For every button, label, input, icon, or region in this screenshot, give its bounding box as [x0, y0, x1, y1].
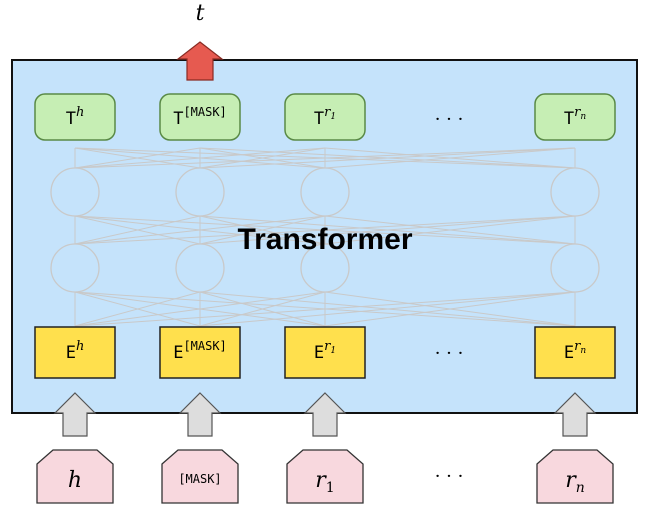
input-arrow-row — [53, 392, 597, 437]
up-arrow-icon — [178, 392, 222, 437]
output-node: T[MASK] — [159, 93, 241, 141]
input-row: h [MASK] r1 rn — [36, 449, 614, 504]
embedding-node: Eh — [34, 326, 116, 379]
embedding-node: E[MASK] — [159, 326, 241, 379]
network-node — [300, 243, 350, 293]
network-node — [50, 243, 100, 293]
output-node-label: Th — [66, 105, 85, 129]
network-layers — [50, 147, 600, 327]
embedding-node-label: E[MASK] — [173, 339, 227, 363]
output-node-label: Trn — [564, 105, 586, 129]
network-edge — [74, 147, 576, 169]
network-edge — [74, 215, 576, 245]
output-arrow-icon — [176, 41, 224, 81]
input-node-label: rn — [565, 468, 585, 496]
network-edge — [74, 291, 326, 327]
network-edge — [74, 215, 326, 245]
input-ellipsis: · · · — [435, 466, 464, 487]
network-edge — [199, 147, 576, 169]
embedding-node-label: Ern — [564, 339, 586, 363]
input-node-label: r1 — [315, 468, 334, 496]
network-edge — [74, 291, 576, 327]
network-node — [50, 167, 100, 217]
embedding-ellipsis: · · · — [435, 343, 464, 364]
network-node — [550, 167, 600, 217]
network-node — [300, 167, 350, 217]
network-node — [175, 243, 225, 293]
up-arrow-icon — [53, 392, 97, 437]
network-edge — [324, 215, 576, 245]
network-edge — [199, 215, 326, 245]
output-ellipsis: · · · — [435, 109, 464, 130]
embedding-node-label: Er1 — [314, 339, 336, 363]
embedding-node: Ern — [534, 326, 616, 379]
network-edge — [324, 147, 576, 169]
network-edge — [199, 147, 326, 169]
embedding-row: Eh E[MASK] Er1 Ern — [34, 326, 616, 379]
network-edge — [74, 291, 201, 327]
output-node: Th — [34, 93, 116, 141]
output-node-label: Tr1 — [314, 105, 336, 129]
network-edge — [324, 291, 576, 327]
network-edge — [199, 291, 326, 327]
transformer-title: Transformer — [237, 223, 412, 256]
up-arrow-icon — [303, 392, 347, 437]
output-node: Tr1 — [284, 93, 366, 141]
input-node: [MASK] — [161, 449, 239, 504]
embedding-node: Er1 — [284, 326, 366, 379]
network-node — [550, 243, 600, 293]
input-node: rn — [536, 449, 614, 504]
network-edge — [74, 215, 201, 245]
output-node-label: T[MASK] — [173, 105, 227, 129]
network-edge — [74, 147, 201, 169]
network-edge — [199, 215, 576, 245]
input-node-label: h — [68, 468, 82, 493]
network-edge — [74, 147, 326, 169]
input-node: r1 — [286, 449, 364, 504]
network-node — [175, 167, 225, 217]
output-node: Trn — [534, 93, 616, 141]
input-node: h — [36, 449, 114, 504]
output-row: Th T[MASK] Tr1 Trn — [34, 93, 616, 141]
up-arrow-icon — [553, 392, 597, 437]
network-edge — [199, 291, 576, 327]
embedding-node-label: Eh — [66, 339, 85, 363]
input-node-label: [MASK] — [178, 472, 221, 486]
output-label: t — [196, 1, 205, 26]
